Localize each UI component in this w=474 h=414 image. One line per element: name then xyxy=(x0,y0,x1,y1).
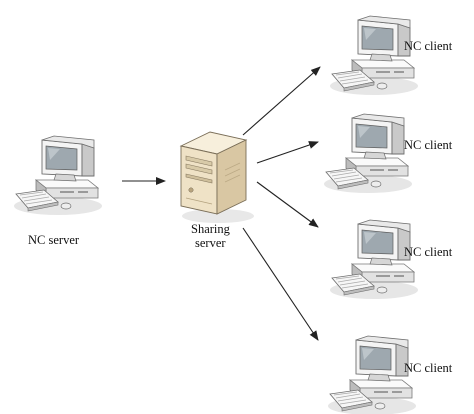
nc-client-node: NC client xyxy=(323,113,453,194)
edge-sharing-to-client-1 xyxy=(242,66,321,136)
edge-sharing-to-client-3 xyxy=(256,181,319,228)
tower-server-icon xyxy=(179,131,254,223)
sharing-server-node: Sharing server xyxy=(179,131,254,250)
desktop-computer-icon xyxy=(329,15,419,96)
desktop-computer-icon xyxy=(327,335,417,414)
edge-sharing-to-client-4 xyxy=(242,227,319,341)
nc-client-node: NC client xyxy=(329,219,453,300)
nc-client-node: NC client xyxy=(327,335,453,414)
nc-client-label: NC client xyxy=(404,245,453,259)
desktop-computer-icon xyxy=(323,113,413,194)
nc-client-label: NC client xyxy=(404,39,453,53)
sharing-server-label-line2: server xyxy=(195,236,226,250)
nc-client-label: NC client xyxy=(404,361,453,375)
sharing-server-label-line1: Sharing xyxy=(191,222,231,236)
edge-sharing-to-client-2 xyxy=(256,141,319,164)
desktop-computer-icon xyxy=(329,219,419,300)
nc-client-node: NC client xyxy=(329,15,453,96)
nc-client-label: NC client xyxy=(404,138,453,152)
nc-server-label: NC server xyxy=(28,233,80,247)
nc-server-node: NC server xyxy=(13,135,103,247)
desktop-computer-icon xyxy=(13,135,103,216)
